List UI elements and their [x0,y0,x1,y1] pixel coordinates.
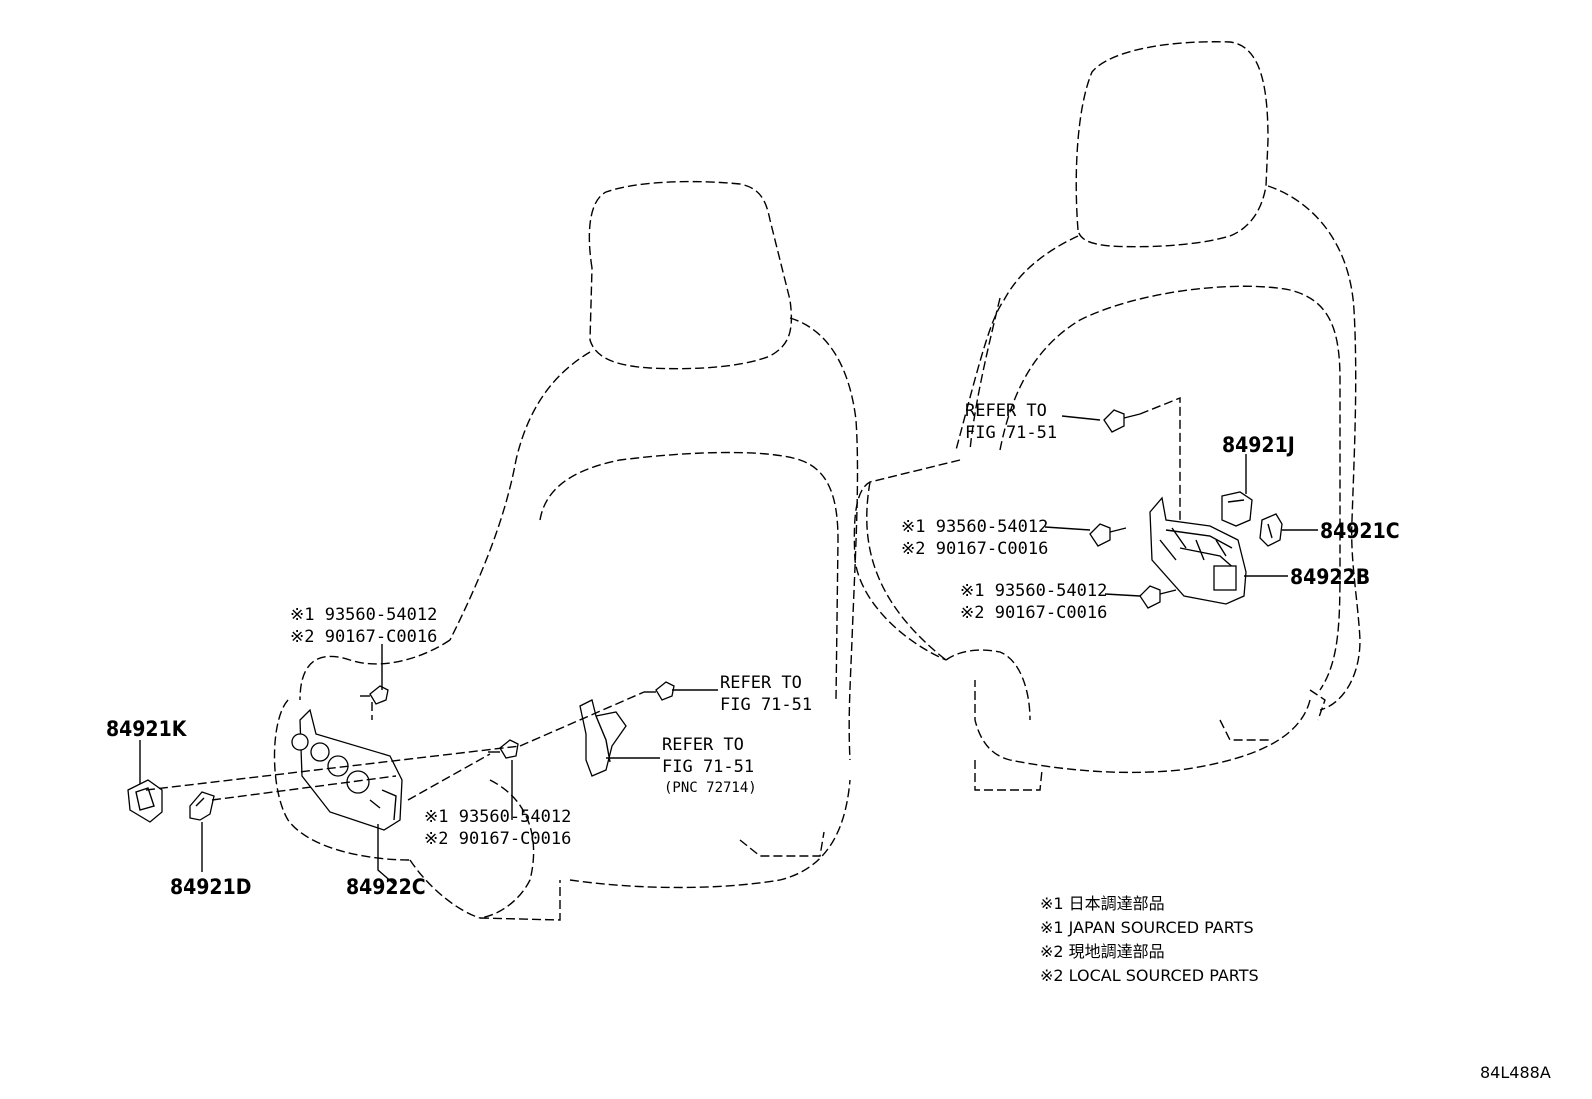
part-number-84921C: 84921C [1320,519,1400,543]
bracket-part [579,699,627,777]
part-number-84921J: 84921J [1222,433,1295,457]
refer-to-label-3: REFER TO [662,735,744,755]
part-number-84922C: 84922C [346,875,426,899]
switch-knob-84921C [1259,513,1283,547]
refer-to-fig-label-2: FIG 71-51 [720,695,812,715]
legend-line-1: ※1 日本調達部品 [1040,894,1165,913]
bolt-left-top-local-part: ※2 90167-C0016 [290,627,437,647]
bolt-left-top-japan-part: ※1 93560-54012 [290,605,437,625]
bolt-left-mid [488,739,519,759]
sourcing-legend: ※1 日本調達部品 ※1 JAPAN SOURCED PARTS ※2 現地調達… [1040,894,1259,985]
bolt-right-low [1139,585,1177,609]
switch-assembly-84922B [1149,496,1247,605]
refer-to-fig-label-3: FIG 71-51 [662,757,754,777]
legend-line-3: ※2 現地調達部品 [1040,942,1165,961]
part-number-84921K: 84921K [106,717,188,741]
legend-line-4: ※2 LOCAL SOURCED PARTS [1040,966,1259,985]
bolt-right-b-japan-part: ※1 93560-54012 [960,581,1107,601]
refer-to-pnc-label: (PNC 72714) [664,780,757,796]
bolt-left-right [644,681,675,701]
bolt-right-b-local-part: ※2 90167-C0016 [960,603,1107,623]
bolt-right-a-local-part: ※2 90167-C0016 [901,539,1048,559]
right-seat-outline [853,41,1361,791]
switch-knob-84921J [1221,491,1253,527]
bolt-right-top [1103,409,1141,433]
bolt-left-bottom-local-part: ※2 90167-C0016 [424,829,571,849]
bolt-right-a-japan-part: ※1 93560-54012 [901,517,1048,537]
refer-to-label-1: REFER TO [965,401,1047,421]
bolt-left-bottom-japan-part: ※1 93560-54012 [424,807,571,827]
bolt-right-mid [1089,523,1127,547]
switch-knob-84921D [189,791,215,821]
switch-knob-84921K [127,779,163,823]
switch-assembly-84922C [291,708,403,831]
left-seat-outline [273,180,859,921]
figure-id: 84L488A [1480,1063,1551,1082]
part-number-84921D: 84921D [170,875,251,899]
part-number-84922B: 84922B [1290,565,1370,589]
refer-to-fig-label-1: FIG 71-51 [965,423,1057,443]
bolt-left-top [360,685,389,705]
legend-line-2: ※1 JAPAN SOURCED PARTS [1040,918,1254,937]
refer-to-label-2: REFER TO [720,673,802,693]
